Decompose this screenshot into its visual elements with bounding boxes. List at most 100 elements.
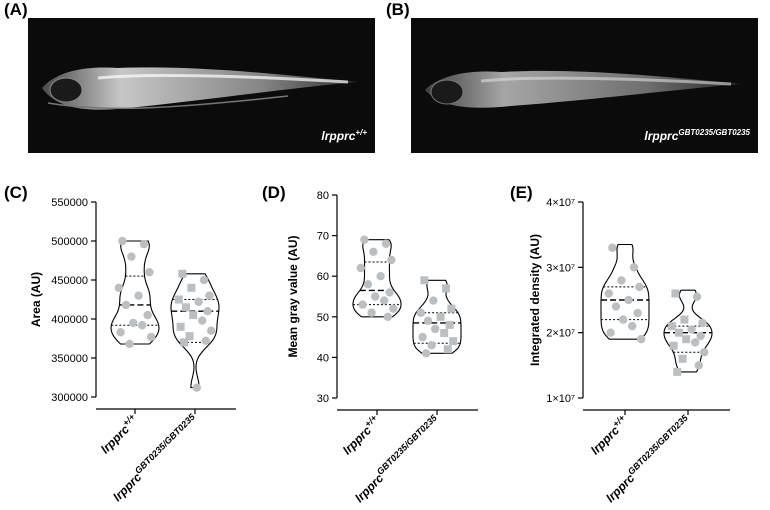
- data-point: [436, 312, 445, 321]
- data-point: [192, 383, 201, 392]
- panel-label-c: (C): [4, 183, 28, 202]
- data-point: [619, 315, 628, 324]
- y-tick-label: 30: [317, 393, 329, 405]
- data-point: [429, 296, 438, 305]
- y-tick-label: 500000: [51, 236, 88, 248]
- data-point: [201, 336, 210, 346]
- data-point: [180, 338, 189, 347]
- data-point: [418, 332, 427, 342]
- data-point: [127, 252, 136, 261]
- data-point: [423, 316, 433, 326]
- data-point: [381, 239, 391, 248]
- panel-label-d: (D): [262, 183, 286, 202]
- data-point: [363, 280, 373, 289]
- data-point: [383, 312, 392, 321]
- data-point: [633, 308, 642, 318]
- panel-label-a: (A): [4, 0, 28, 19]
- data-point: [385, 288, 394, 297]
- data-point: [182, 303, 190, 312]
- data-point: [682, 335, 691, 344]
- y-tick-label: 400000: [51, 314, 88, 326]
- data-point: [617, 276, 626, 285]
- data-point: [134, 291, 143, 300]
- data-point: [680, 315, 689, 324]
- violin-outline: [663, 289, 713, 373]
- data-point: [358, 300, 367, 309]
- data-point: [387, 255, 396, 265]
- data-point: [116, 328, 125, 337]
- data-point: [114, 283, 124, 292]
- data-point: [198, 316, 207, 325]
- data-point: [624, 295, 633, 305]
- data-point: [604, 289, 613, 298]
- data-point: [678, 354, 687, 363]
- data-point: [611, 302, 621, 311]
- data-point: [178, 269, 187, 278]
- data-point: [189, 311, 198, 320]
- data-point: [675, 328, 683, 337]
- data-point: [147, 332, 156, 342]
- data-point: [360, 235, 369, 244]
- data-point: [416, 308, 425, 317]
- data-point: [143, 310, 152, 320]
- data-point: [118, 236, 127, 246]
- data-point: [445, 320, 454, 329]
- panel-label-e: (E): [510, 183, 533, 202]
- data-point: [606, 328, 615, 337]
- data-point: [207, 326, 216, 335]
- y-tick-label: 60: [317, 271, 329, 283]
- data-point: [696, 331, 705, 341]
- y-tick-label: 50: [317, 312, 329, 324]
- data-point: [203, 307, 212, 316]
- genotype-caption-a: lrpprc+/+: [321, 128, 367, 143]
- y-axis-label: Mean gray value (AU): [286, 235, 300, 357]
- data-point: [692, 292, 702, 301]
- data-point: [443, 345, 452, 354]
- data-point: [121, 300, 131, 310]
- data-point: [671, 289, 680, 298]
- micrograph-b: lrpprcGBT0235/GBT0235: [411, 18, 758, 153]
- data-point: [431, 324, 440, 334]
- y-tick-label: 550000: [51, 197, 88, 209]
- x-tick-label: lrpprc+/+: [587, 412, 632, 457]
- y-axis-label: Area (AU): [29, 272, 43, 327]
- x-tick-label: lrpprc+/+: [97, 411, 142, 456]
- y-tick-label: 70: [317, 231, 329, 243]
- y-tick-label: 80: [317, 190, 329, 202]
- genotype-caption-b: lrpprcGBT0235/GBT0235: [644, 128, 750, 143]
- data-point: [369, 247, 378, 257]
- y-tick-label: 40: [317, 352, 329, 364]
- data-point: [176, 322, 185, 331]
- data-point: [194, 297, 203, 307]
- data-point: [420, 276, 429, 285]
- panel-label-b: (B): [386, 0, 410, 19]
- y-tick-label: 450000: [51, 275, 88, 287]
- data-point: [125, 339, 134, 349]
- micrograph-a: lrpprc+/+: [28, 18, 375, 153]
- y-tick-label: 350000: [51, 353, 88, 365]
- fish-image-b: [425, 70, 741, 108]
- y-tick-label: 3×10⁷: [546, 262, 575, 274]
- data-point: [629, 263, 639, 272]
- data-point: [389, 304, 398, 313]
- data-point: [691, 338, 700, 347]
- data-point: [138, 321, 147, 330]
- data-point: [376, 272, 385, 281]
- x-tick-label: lrpprc+/+: [339, 412, 384, 457]
- data-point: [637, 335, 646, 344]
- data-point: [427, 341, 436, 350]
- data-point: [422, 349, 431, 358]
- data-point: [687, 325, 696, 334]
- data-point: [635, 282, 644, 292]
- data-point: [380, 296, 389, 305]
- data-point: [356, 263, 365, 273]
- data-point: [205, 291, 214, 300]
- data-point: [628, 321, 637, 331]
- y-tick-label: 2×10⁷: [546, 328, 575, 340]
- y-tick-label: 4×10⁷: [546, 197, 575, 209]
- data-point: [139, 239, 149, 249]
- data-point: [608, 243, 617, 252]
- data-point: [667, 322, 676, 331]
- violin-outline: [600, 243, 650, 340]
